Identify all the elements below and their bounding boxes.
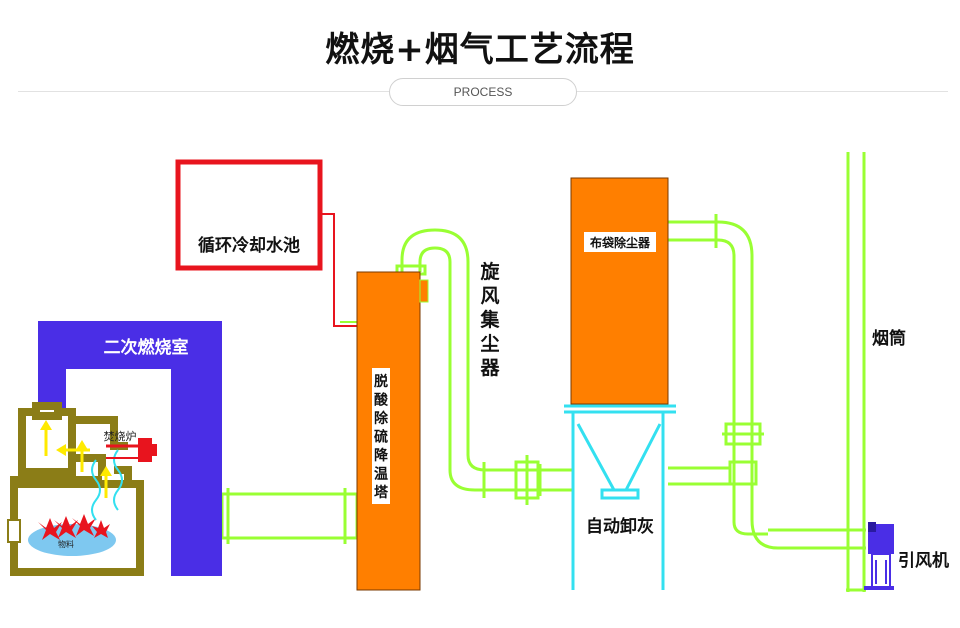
tower-text-char: 降 — [374, 447, 389, 464]
fan-label: 引风机 — [898, 550, 949, 571]
cyclone-text-char: 旋 — [479, 260, 500, 283]
bag-filter-label: 布袋除尘器 — [590, 235, 651, 250]
cyclone-text-char: 器 — [479, 357, 500, 379]
cooling-pool-label: 循环冷却水池 — [198, 235, 300, 256]
tower-text-char: 塔 — [374, 484, 389, 501]
desulfurization-tower — [356, 271, 429, 591]
tower-text-char: 温 — [374, 467, 388, 483]
pipe-tower-to-cyclone — [395, 228, 572, 505]
tower-text-char: 硫 — [374, 429, 388, 446]
cyclone-text-char: 尘 — [480, 333, 499, 355]
secondary-chamber-label: 二次燃烧室 — [104, 337, 189, 358]
chimney — [846, 152, 866, 592]
burner — [106, 438, 157, 462]
pipe-chamber-to-tower — [220, 488, 359, 544]
tower-text-char: 酸 — [374, 392, 389, 409]
cyclone-text-char: 集 — [479, 308, 500, 331]
furnace-door — [7, 519, 21, 543]
pipe-filter-to-fan — [668, 214, 866, 550]
auto-unload-label: 自动卸灰 — [586, 516, 654, 537]
bag-filter: 布袋除尘器 — [570, 177, 669, 405]
chimney-label: 烟筒 — [872, 328, 906, 349]
page-title: 燃烧+烟气工艺流程 — [325, 30, 635, 70]
fan-icon — [864, 522, 894, 590]
material-label: 物料 — [58, 539, 74, 549]
gas-squiggles — [91, 449, 123, 521]
cooling-pool: 循环冷却水池 — [175, 159, 358, 327]
cyclone-text-char: 风 — [480, 285, 499, 307]
incinerator-label: 焚烧炉 — [104, 430, 137, 443]
flame-icons — [38, 514, 110, 540]
tower-text-char: 脱 — [374, 373, 388, 390]
ash-hopper — [564, 404, 676, 590]
process-badge: PROCESS — [389, 78, 577, 106]
tower-text-char: 除 — [374, 410, 389, 427]
flow-arrows — [40, 420, 112, 498]
